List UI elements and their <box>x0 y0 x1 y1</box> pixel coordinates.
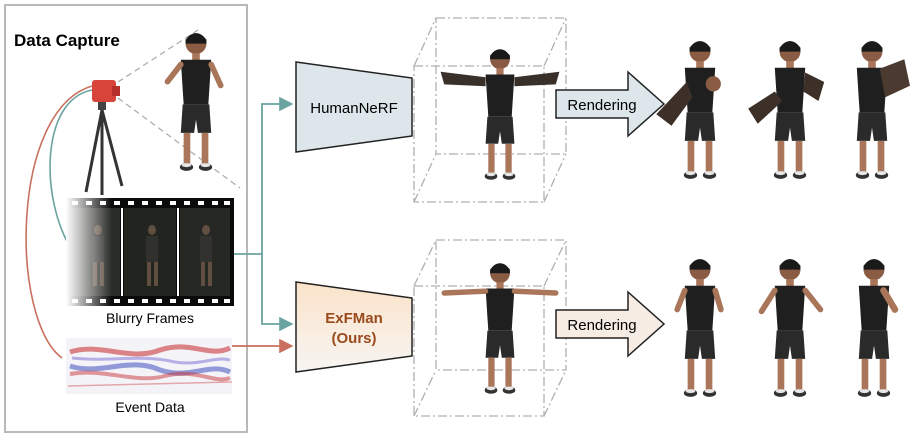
bottom-rendering-3 <box>857 259 899 397</box>
top-rendering-arrow <box>555 70 666 138</box>
bottom-rendering-arrow <box>555 290 666 358</box>
bottom-rendering-1 <box>674 259 724 397</box>
top-rendering-3 <box>855 41 910 179</box>
top-canonical-cube <box>413 17 567 203</box>
camera-tripod-icon <box>84 80 124 195</box>
camera-to-events-curve <box>25 85 93 359</box>
exfman-label: ExFMan <box>325 310 383 327</box>
bottom-canonical-cube <box>413 239 567 417</box>
humannerf-label: HumanNeRF <box>310 100 398 117</box>
frames-to-exfman-arrow <box>261 254 294 332</box>
bottom-canonical-person <box>441 263 559 394</box>
camera-to-frames-curve <box>49 89 93 251</box>
top-rendering-label: Rendering <box>567 97 636 114</box>
panel-title: Data Capture <box>14 31 120 50</box>
top-canonical-person <box>440 49 560 180</box>
captured-person-image <box>164 33 224 171</box>
event-data-label: Event Data <box>115 399 184 415</box>
top-rendering-2 <box>748 41 825 179</box>
bottom-rendering-label: Rendering <box>567 317 636 334</box>
frames-to-humannerf-arrow <box>234 96 294 255</box>
top-rendering-1 <box>656 41 721 179</box>
event-data-image <box>66 338 233 394</box>
blurry-frames-label: Blurry Frames <box>106 310 194 326</box>
blurry-frames-filmstrip <box>66 198 234 306</box>
exfman-box <box>295 281 413 373</box>
view-line-bottom <box>117 97 241 189</box>
exfman-ours-label: (Ours) <box>332 330 377 347</box>
humannerf-box <box>295 61 413 153</box>
bottom-rendering-2 <box>758 259 824 397</box>
view-line-top <box>117 29 199 83</box>
